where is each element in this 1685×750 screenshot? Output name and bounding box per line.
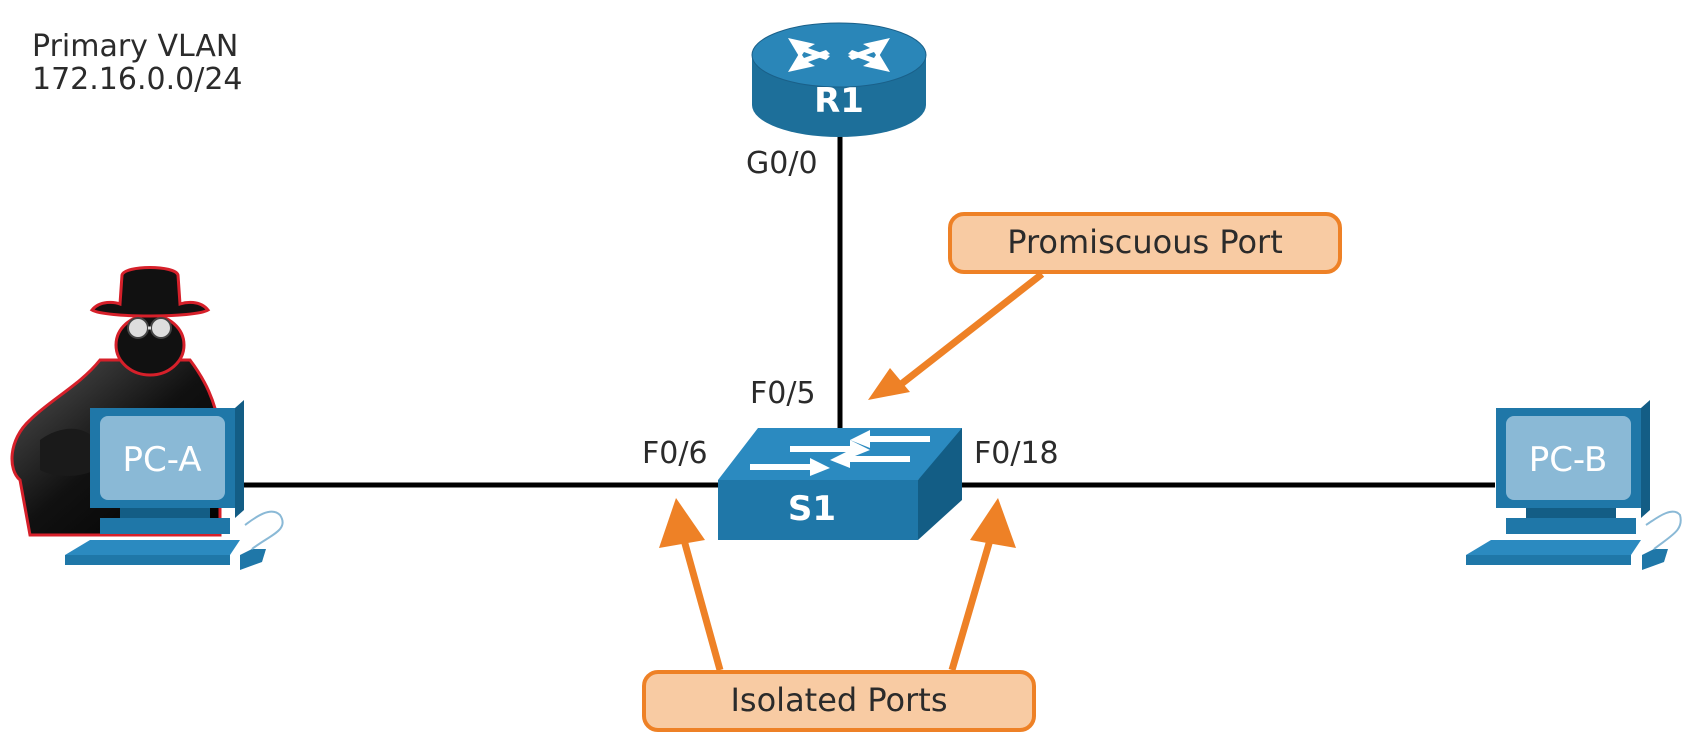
switch-port-right: F0/18 [974, 436, 1059, 471]
switch-port-router-side: F0/5 [750, 376, 816, 411]
pc-icon[interactable]: PC-A [65, 400, 284, 570]
switch-icon[interactable]: S1 [718, 428, 962, 540]
promiscuous-label: Promiscuous Port [1007, 223, 1283, 261]
pc-a-label: PC-A [122, 440, 201, 480]
isolated-label: Isolated Ports [730, 681, 947, 719]
promiscuous-callout: Promiscuous Port [948, 212, 1342, 274]
isolated-callout: Isolated Ports [642, 670, 1036, 732]
switch-label: S1 [788, 489, 836, 529]
pc-icon[interactable]: PC-B [1466, 400, 1682, 570]
pc-b-label: PC-B [1529, 440, 1608, 480]
switch-port-left: F0/6 [642, 436, 708, 471]
vlan-subnet: 172.16.0.0/24 [32, 62, 243, 97]
router-port-label: G0/0 [746, 146, 818, 181]
router-label: R1 [814, 81, 864, 121]
isolated-arrow-right [948, 498, 1016, 671]
promiscuous-arrow [868, 271, 1045, 400]
router-icon[interactable]: R1 [751, 22, 927, 137]
isolated-arrow-left [659, 498, 724, 671]
vlan-name: Primary VLAN [32, 29, 238, 64]
